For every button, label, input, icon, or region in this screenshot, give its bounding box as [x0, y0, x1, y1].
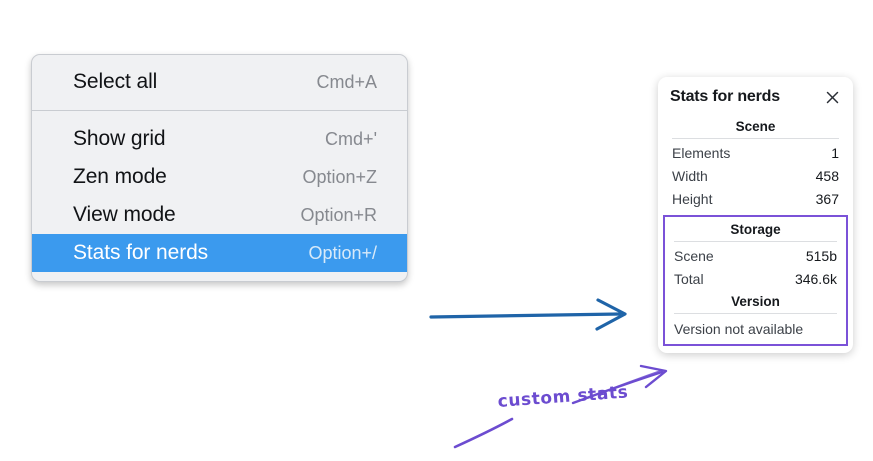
menu-item-label: View mode	[73, 203, 176, 226]
stat-label: Width	[672, 168, 708, 184]
menu-item-label: Stats for nerds	[73, 241, 209, 264]
stat-label: Total	[674, 271, 704, 287]
stat-row: Total 346.6k	[672, 268, 839, 291]
stat-row: Elements 1	[670, 142, 841, 165]
context-menu[interactable]: Select all Cmd+A Show grid Cmd+' Zen mod…	[31, 54, 408, 282]
menu-item-show-grid[interactable]: Show grid Cmd+'	[32, 120, 407, 158]
menu-group-1: Select all Cmd+A	[32, 55, 407, 110]
section-scene: Scene Elements 1 Width 458 Height 367	[670, 116, 841, 211]
menu-item-shortcut: Option+/	[308, 242, 377, 263]
section-storage: Storage Scene 515b Total 346.6k	[672, 219, 839, 291]
panel-header: Stats for nerds	[670, 88, 841, 106]
stat-value: 346.6k	[794, 271, 837, 287]
stat-row: Height 367	[670, 188, 841, 211]
section-divider	[672, 138, 839, 139]
menu-item-shortcut: Option+Z	[302, 166, 377, 187]
stat-value: 367	[815, 191, 839, 207]
panel-title: Stats for nerds	[670, 88, 780, 105]
stat-row: Width 458	[670, 165, 841, 188]
menu-item-select-all[interactable]: Select all Cmd+A	[32, 63, 407, 101]
custom-stats-highlight-box: Storage Scene 515b Total 346.6k Version …	[663, 215, 848, 346]
menu-item-shortcut: Cmd+A	[316, 71, 377, 92]
stats-for-nerds-panel: Stats for nerds Scene Elements 1 Width 4…	[658, 77, 853, 353]
stat-value: 1	[831, 145, 839, 161]
menu-item-shortcut: Cmd+'	[325, 128, 377, 149]
menu-item-view-mode[interactable]: View mode Option+R	[32, 196, 407, 234]
menu-item-zen-mode[interactable]: Zen mode Option+Z	[32, 158, 407, 196]
menu-item-label: Zen mode	[73, 165, 167, 188]
section-version: Version Version not available	[672, 291, 839, 340]
section-heading: Scene	[735, 119, 776, 134]
section-divider	[674, 313, 837, 314]
section-heading: Storage	[730, 222, 781, 237]
custom-stats-annotation-label: custom stats	[497, 382, 630, 412]
stat-row: Scene 515b	[672, 245, 839, 268]
close-icon[interactable]	[824, 89, 841, 106]
stat-value: 458	[815, 168, 839, 184]
menu-item-shortcut: Option+R	[300, 204, 377, 225]
stat-value: 515b	[805, 248, 837, 264]
version-text: Version not available	[674, 321, 804, 337]
section-heading: Version	[731, 294, 780, 309]
menu-item-label: Show grid	[73, 127, 166, 150]
menu-group-2: Show grid Cmd+' Zen mode Option+Z View m…	[32, 110, 407, 281]
menu-item-label: Select all	[73, 70, 158, 93]
menu-item-stats-for-nerds[interactable]: Stats for nerds Option+/	[32, 234, 407, 272]
blue-flow-arrow	[429, 298, 627, 331]
stat-label: Scene	[674, 248, 714, 264]
stat-label: Elements	[672, 145, 731, 161]
section-divider	[674, 241, 837, 242]
stat-label: Height	[672, 191, 713, 207]
